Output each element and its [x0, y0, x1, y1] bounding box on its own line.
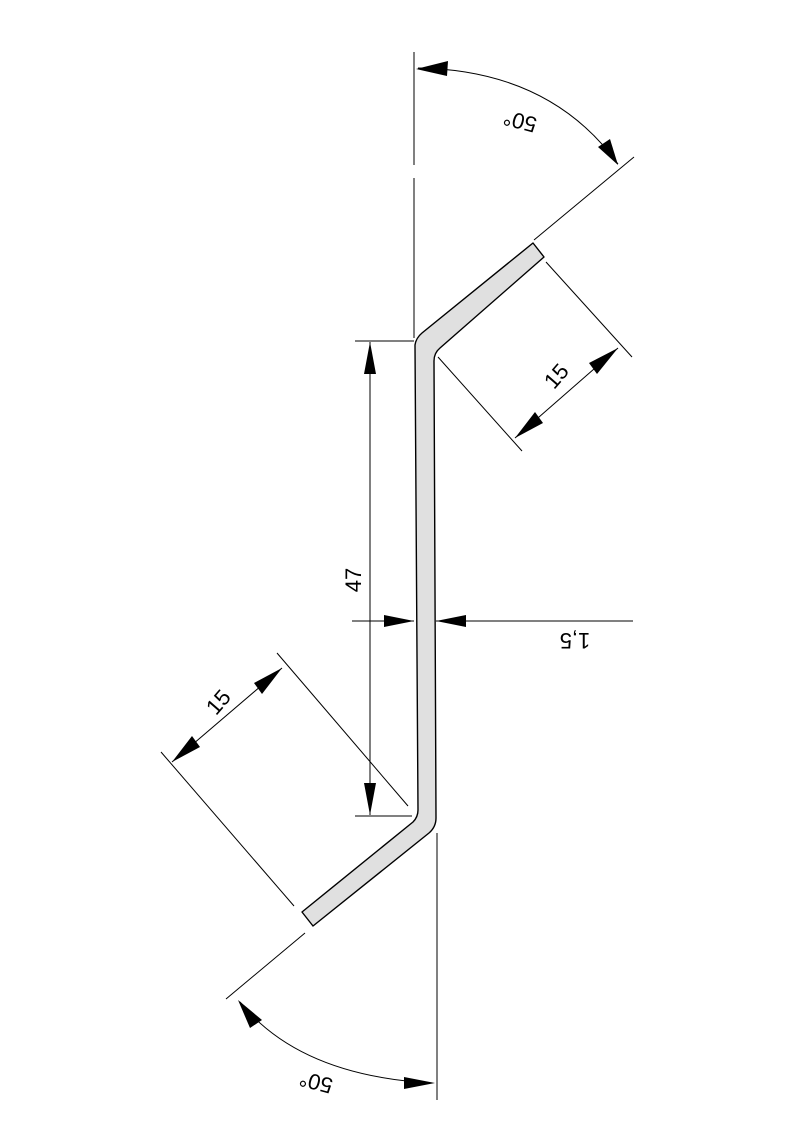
web-length-label: 47 — [341, 568, 366, 592]
web-arrow-top — [364, 342, 376, 374]
bottom-flange-extension-line-inner — [276, 652, 409, 807]
thickness-arrow-left — [384, 615, 414, 627]
bottom-flange-arrow-lower — [172, 736, 200, 762]
top-flange-arrow-lower — [515, 412, 543, 438]
web-arrow-bottom — [364, 783, 376, 815]
bottom-flange-angle-extension-line — [225, 932, 306, 1000]
top-flange-extension-line-inner — [437, 356, 523, 452]
bottom-angle-arc — [239, 1001, 433, 1084]
thickness-arrow-right — [436, 615, 466, 627]
top-flange-arrow-upper — [589, 348, 618, 374]
top-flange-length-label: 15 — [539, 359, 574, 394]
bottom-flange-arrow-upper — [254, 668, 282, 694]
top-flange-extension-line-outer — [545, 261, 633, 358]
bottom-flange-extension-line-outer — [160, 751, 295, 907]
top-angle-arc — [417, 67, 619, 165]
top-angle-arrow-left — [416, 61, 448, 76]
bottom-angle-arrow-left — [238, 1000, 262, 1028]
bottom-angle-label: 50° — [297, 1066, 336, 1099]
bottom-flange-length-label: 15 — [201, 685, 236, 720]
bottom-angle-arrow-right — [404, 1077, 435, 1089]
top-flange-angle-extension-line — [533, 156, 635, 241]
top-angle-arrow-right — [598, 139, 618, 165]
thickness-label: 1,5 — [560, 628, 591, 653]
top-angle-label: 50° — [501, 105, 540, 138]
z-profile-section — [301, 242, 545, 927]
